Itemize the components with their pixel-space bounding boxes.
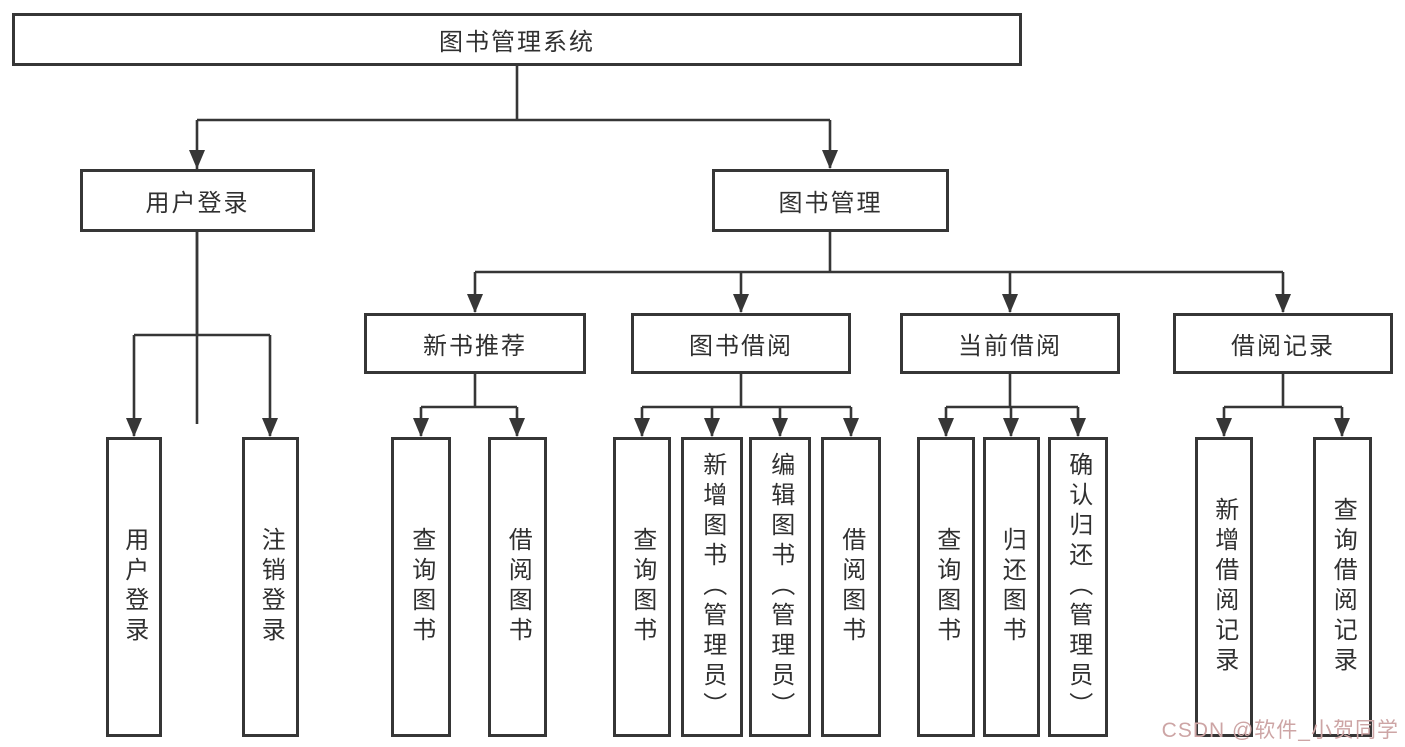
leaf-confirm-return-admin-label: 确认归还（管理员） — [1064, 452, 1092, 722]
leaf-add-borrow-record-label: 新增借阅记录 — [1210, 497, 1238, 677]
leaf-query-books-1: 查询图书 — [391, 437, 451, 737]
arrowhead-down — [262, 418, 278, 437]
leaf-logout: 注销登录 — [242, 437, 299, 737]
leaf-query-books-3-label: 查询图书 — [932, 527, 960, 647]
leaf-query-books-2-label: 查询图书 — [628, 527, 656, 647]
leaf-logout-label: 注销登录 — [257, 527, 285, 647]
connector-recommend-to-leaves — [413, 374, 525, 437]
arrowhead-down — [634, 418, 650, 437]
node-user-login-label: 用户登录 — [145, 190, 250, 217]
arrowhead-down — [1334, 418, 1350, 437]
leaf-query-borrow-record-label: 查询借阅记录 — [1329, 497, 1357, 677]
node-book-management: 图书管理 — [712, 169, 949, 232]
arrowhead-down — [1002, 294, 1018, 313]
node-current-borrowing-label: 当前借阅 — [958, 333, 1062, 360]
node-library-system: 图书管理系统 — [12, 13, 1022, 66]
arrowhead-down — [413, 418, 429, 437]
leaf-query-books-2: 查询图书 — [613, 437, 671, 737]
arrowhead-down — [509, 418, 525, 437]
leaf-edit-books-admin-label: 编辑图书（管理员） — [766, 452, 794, 722]
arrowhead-down — [822, 150, 838, 169]
arrowhead-down — [126, 418, 142, 437]
connector-userlogin-to-leaves — [126, 232, 278, 437]
leaf-add-borrow-record: 新增借阅记录 — [1195, 437, 1253, 737]
arrowhead-down — [704, 418, 720, 437]
leaf-query-books-3: 查询图书 — [917, 437, 975, 737]
leaf-confirm-return-admin: 确认归还（管理员） — [1048, 437, 1108, 737]
node-new-book-recommend: 新书推荐 — [364, 313, 586, 374]
leaf-borrow-books-1: 借阅图书 — [488, 437, 547, 737]
node-book-management-label: 图书管理 — [778, 190, 883, 217]
node-new-book-recommend-label: 新书推荐 — [423, 333, 527, 360]
leaf-borrow-books-1-label: 借阅图书 — [504, 527, 532, 647]
arrowhead-down — [467, 294, 483, 313]
arrowhead-down — [843, 418, 859, 437]
node-library-system-label: 图书管理系统 — [439, 29, 595, 56]
arrowhead-down — [1216, 418, 1232, 437]
leaf-user-login-label: 用户登录 — [120, 527, 148, 647]
leaf-edit-books-admin: 编辑图书（管理员） — [749, 437, 811, 737]
arrowhead-down — [1070, 418, 1086, 437]
leaf-borrow-books-2: 借阅图书 — [821, 437, 881, 737]
leaf-query-books-1-label: 查询图书 — [407, 527, 435, 647]
arrowhead-down — [733, 294, 749, 313]
node-book-borrowing-label: 图书借阅 — [689, 333, 793, 360]
leaf-query-borrow-record: 查询借阅记录 — [1313, 437, 1372, 737]
leaf-return-books-label: 归还图书 — [998, 527, 1026, 647]
leaf-add-books-admin: 新增图书（管理员） — [681, 437, 743, 737]
leaf-user-login: 用户登录 — [106, 437, 162, 737]
arrowhead-down — [938, 418, 954, 437]
leaf-add-books-admin-label: 新增图书（管理员） — [698, 452, 726, 722]
connector-records-to-leaves — [1216, 374, 1350, 437]
connector-bookmgmt-to-level3 — [467, 232, 1291, 313]
arrowhead-down — [189, 150, 205, 169]
node-current-borrowing: 当前借阅 — [900, 313, 1120, 374]
arrowhead-down — [1003, 418, 1019, 437]
connector-current-to-leaves — [938, 374, 1086, 437]
arrowhead-down — [772, 418, 788, 437]
node-book-borrowing: 图书借阅 — [631, 313, 851, 374]
leaf-return-books: 归还图书 — [983, 437, 1040, 737]
node-borrowing-records: 借阅记录 — [1173, 313, 1393, 374]
node-borrowing-records-label: 借阅记录 — [1231, 333, 1335, 360]
node-user-login: 用户登录 — [80, 169, 315, 232]
leaf-borrow-books-2-label: 借阅图书 — [837, 527, 865, 647]
arrowhead-down — [1275, 294, 1291, 313]
connector-borrow-to-leaves — [634, 374, 859, 437]
csdn-watermark: CSDN @软件_小贺同学 — [1161, 719, 1399, 742]
